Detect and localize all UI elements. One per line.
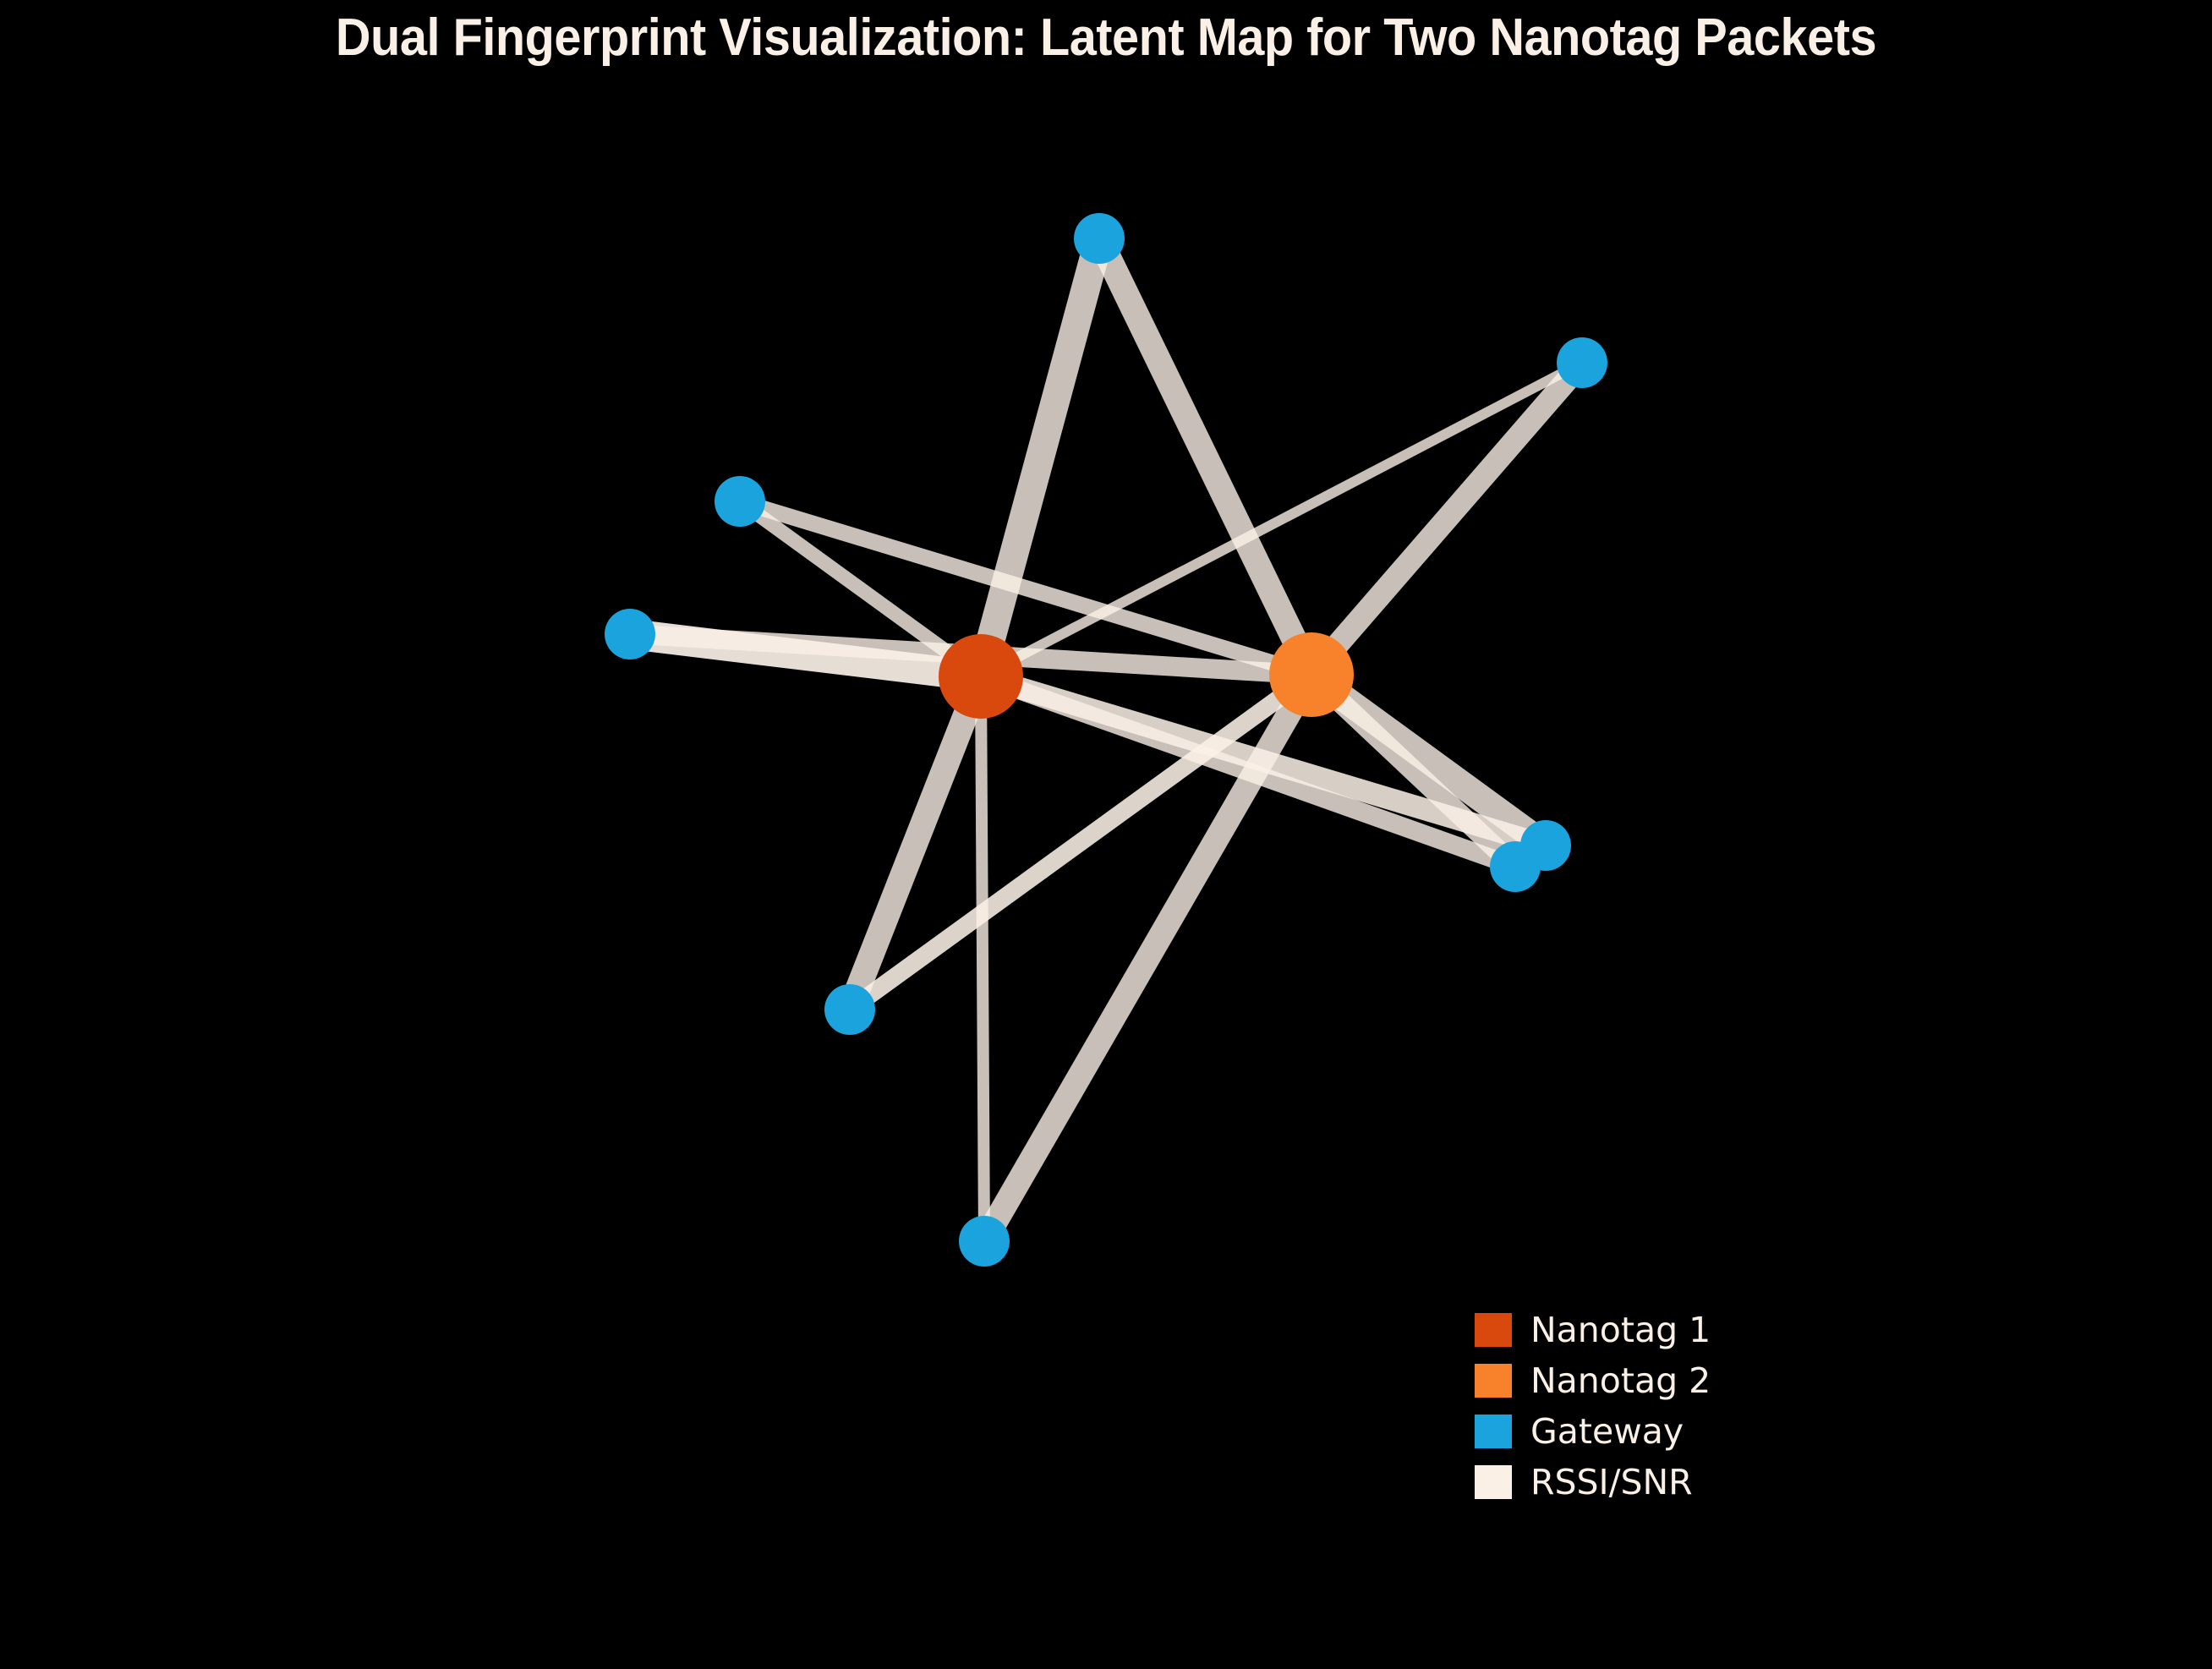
graph-node-gateway[interactable] xyxy=(1557,337,1607,388)
edges-layer xyxy=(627,233,1591,1248)
graph-edge xyxy=(975,676,990,1242)
graph-node-gateway[interactable] xyxy=(1074,213,1125,264)
graph-edge xyxy=(978,358,1585,681)
graph-node-gateway[interactable] xyxy=(605,609,655,659)
nodes-layer xyxy=(605,213,1607,1267)
legend-item: RSSI/SNR xyxy=(1475,1457,1830,1508)
graph-node-gateway[interactable] xyxy=(824,984,875,1035)
graph-node-gateway[interactable] xyxy=(959,1216,1010,1267)
graph-edge xyxy=(1304,666,1523,875)
legend-swatch-icon xyxy=(1475,1313,1512,1347)
legend-swatch-icon xyxy=(1475,1364,1512,1398)
legend-swatch-icon xyxy=(1475,1465,1512,1499)
graph-node-gateway[interactable] xyxy=(1490,841,1541,892)
legend-label: Nanotag 2 xyxy=(1530,1360,1711,1401)
legend-item: Nanotag 2 xyxy=(1475,1355,1830,1406)
graph-edge xyxy=(973,668,1322,1248)
legend-item: Nanotag 1 xyxy=(1475,1305,1830,1355)
graph-edge xyxy=(966,234,1114,681)
legend-label: RSSI/SNR xyxy=(1530,1461,1693,1502)
graph-edge xyxy=(1087,233,1323,681)
graph-node-nanotag[interactable] xyxy=(1269,632,1354,717)
graph-edge xyxy=(737,493,1314,683)
legend-label: Nanotag 1 xyxy=(1530,1309,1711,1350)
graph-node-gateway[interactable] xyxy=(715,476,765,527)
graph-edge xyxy=(838,671,993,1015)
graph-edge xyxy=(844,667,1317,1017)
legend-label: Gateway xyxy=(1530,1410,1684,1452)
page-title: Dual Fingerprint Visualization: Latent M… xyxy=(335,8,1877,67)
graph-node-nanotag[interactable] xyxy=(939,634,1023,719)
graph-edge xyxy=(1302,355,1591,682)
legend-item: Gateway xyxy=(1475,1406,1830,1457)
legend-swatch-icon xyxy=(1475,1415,1512,1448)
